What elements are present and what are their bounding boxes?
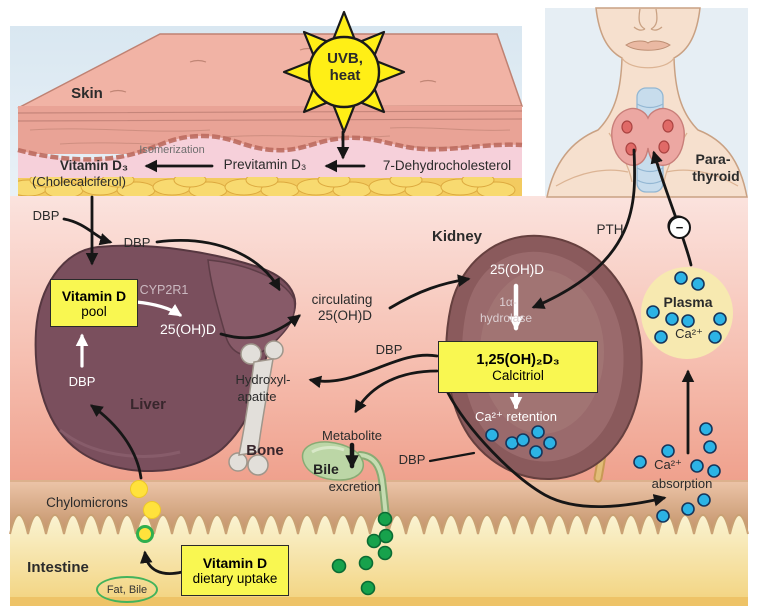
previtamin-d3-label: Previtamin D₃	[223, 157, 307, 172]
skin-label: Skin	[71, 85, 103, 102]
lips	[625, 40, 671, 51]
absorption-ca-label: Ca²⁺	[654, 457, 682, 472]
sun-icon	[282, 10, 406, 134]
metabolite-label: Metabolite	[322, 428, 382, 443]
dbp-kidney-label: DBP	[375, 342, 403, 357]
parathyroid-line1: Para-	[695, 151, 731, 167]
bone-label: Bone	[246, 442, 284, 459]
vitamin-d-pool-box: Vitamin D pool	[50, 279, 138, 327]
gallbladder-shape	[301, 441, 390, 521]
arrow-calcitriol-to-bone	[308, 353, 439, 389]
dehydrocholesterol-label: 7-Dehydrocholesterol	[382, 158, 512, 173]
chylomicron-dots	[130, 480, 161, 519]
intestine-label: Intestine	[27, 559, 89, 576]
absorption-label: absorption	[651, 476, 713, 491]
fat-layer	[18, 177, 522, 196]
isomerization-label: Isomerization	[139, 144, 205, 156]
minus-sign: −	[675, 220, 684, 235]
arrow-liver-to-circulating	[219, 314, 301, 340]
hydroxylase-line2: hydrolase	[479, 311, 533, 325]
dbp-up-label: DBP	[68, 374, 96, 389]
ca-retention-label: Ca²⁺ retention	[474, 409, 558, 424]
pool-box-line2: pool	[81, 303, 107, 319]
calcium-dots-plasma	[646, 271, 727, 344]
arrow-chylomicron-to-liver	[89, 404, 143, 480]
arrow-calcitriol-to-metabolite	[354, 369, 439, 414]
plasma-ca-label: Ca²⁺	[675, 326, 703, 341]
calcitriol-box-line1: 1,25(OH)₂D₃	[476, 351, 560, 368]
sun-label-line1: UVB,	[327, 50, 363, 67]
arrow-feedback-to-parathyroid	[650, 150, 693, 267]
arrow-dbp-to-circulating	[155, 239, 281, 292]
calcium-dots-kidney	[485, 425, 557, 459]
calcium-dots-absorption	[633, 422, 721, 523]
liver-25ohd-label: 25(OH)D	[159, 321, 217, 337]
conversion-arrows	[75, 283, 524, 410]
chylomicrons-label: Chylomicrons	[46, 495, 128, 510]
kidney-label: Kidney	[431, 228, 483, 245]
negative-feedback-sign: −	[668, 216, 691, 239]
calcitriol-box-line2: Calcitriol	[492, 367, 544, 383]
liver-label: Liver	[130, 396, 166, 413]
calcitriol-box: 1,25(OH)₂D₃ Calcitriol	[438, 341, 598, 393]
bile-metabolite-dots	[331, 511, 394, 596]
arrow-pth-to-kidney	[531, 148, 637, 309]
parathyroid-glands	[621, 119, 674, 156]
arrow-calcitriol-to-intestine	[445, 389, 667, 509]
dbp-bile-label: DBP	[398, 452, 426, 467]
hydroxylase-line1: 1α-	[499, 295, 517, 309]
arrow-dbp-join	[62, 217, 113, 246]
arrow-circulating-to-kidney	[388, 274, 471, 310]
excretion-label: excretion	[328, 479, 382, 494]
dietary-box-line1: Vitamin D	[202, 555, 268, 571]
circulating-line1: circulating	[311, 292, 373, 307]
fat-bile-label: Fat, Bile	[106, 583, 148, 596]
pth-label: PTH	[596, 222, 624, 237]
arrow-dietary-to-intestine	[139, 550, 184, 575]
circulating-line2: 25(OH)D	[317, 308, 373, 323]
dietary-box-line2: dietary uptake	[192, 571, 278, 586]
chylomicron-forming-dot	[136, 525, 154, 543]
cyp2r1-label: CYP2R1	[139, 283, 189, 297]
bile-label: Bile	[313, 461, 339, 477]
fat-bile-oval: Fat, Bile	[96, 576, 158, 603]
cholecalciferol-label: (Cholecalciferol)	[32, 174, 126, 189]
parathyroid-line2: thyroid	[692, 168, 740, 184]
neck-figure	[546, 7, 748, 198]
pool-box-line1: Vitamin D	[61, 287, 127, 304]
vitamin-d3-label: Vitamin D₃	[59, 158, 129, 173]
dbp-inner-label: DBP	[123, 235, 151, 250]
hydroxylapatite-line2: apatite	[237, 389, 277, 404]
dietary-uptake-box: Vitamin D dietary uptake	[181, 545, 289, 596]
flow-arrows	[62, 130, 695, 575]
skin-slab	[17, 33, 524, 196]
dbp-connector	[428, 451, 476, 463]
plasma-label: Plasma	[663, 294, 713, 310]
hydroxylapatite-line1: Hydroxyl-	[235, 372, 291, 387]
bone-shape	[228, 340, 284, 476]
sun-label-line2: heat	[329, 67, 361, 84]
kidney-25ohd-label: 25(OH)D	[489, 262, 545, 277]
dbp-outer-label: DBP	[32, 208, 60, 223]
arrow-cyp2r1	[134, 300, 183, 317]
